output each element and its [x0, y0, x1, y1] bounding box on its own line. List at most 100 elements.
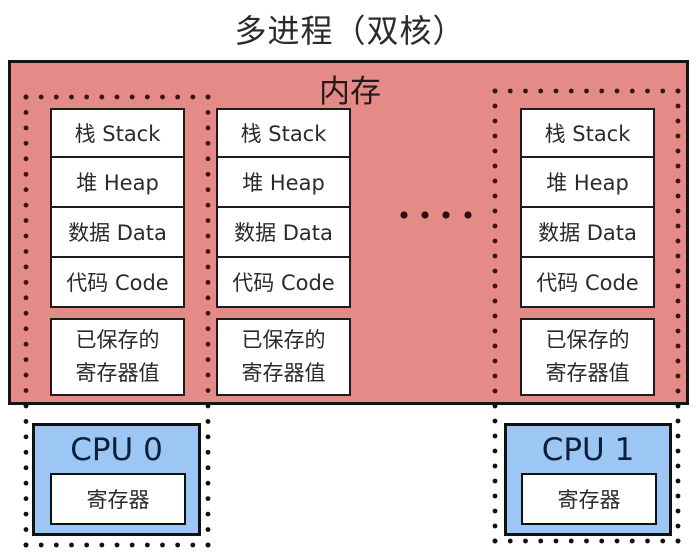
process-0-boundary-dot	[23, 480, 29, 486]
process-n-boundary-dot	[614, 538, 620, 544]
saved-registers-line-2: 寄存器值	[75, 361, 160, 385]
saved-registers-line-2: 寄存器值	[241, 361, 326, 385]
process-n-boundary-dot	[675, 313, 681, 319]
process-0-boundary-dot	[23, 403, 29, 409]
process-0-boundary-dot	[23, 372, 29, 378]
process-n-boundary-dot	[507, 538, 513, 544]
process-n-boundary-dot	[675, 418, 681, 424]
process-0-boundary-dot	[53, 94, 59, 100]
saved-registers-line-1: 已保存的	[241, 328, 326, 352]
process-0-boundary-dot	[23, 125, 29, 131]
process-0-boundary-dot	[205, 310, 211, 316]
process-0-boundary-dot	[205, 341, 211, 347]
process-0-boundary-dot	[205, 202, 211, 208]
code-segment: 代码 Code	[520, 256, 655, 308]
process-n-boundary-dot	[629, 538, 635, 544]
process-0-boundary-dot	[205, 218, 211, 223]
process-n-boundary-dot	[675, 478, 681, 484]
process-n-boundary-dot	[492, 433, 498, 439]
process-0-boundary-dot	[175, 542, 181, 548]
process-n-boundary-dot	[492, 88, 498, 94]
process-n-boundary-dot	[675, 238, 681, 244]
process-0-boundary-dot	[23, 511, 29, 517]
process-n-boundary-dot	[675, 463, 681, 469]
process-0-boundary-dot	[205, 295, 211, 301]
process-n-boundary-dot	[492, 388, 498, 394]
process-n-boundary-dot	[492, 163, 498, 169]
process-0-boundary-dot	[23, 218, 29, 223]
process-0-boundary-dot	[23, 310, 29, 316]
process-0-boundary-dot	[144, 94, 150, 100]
process-n-boundary-dot	[675, 433, 681, 439]
process-n-boundary-dot	[675, 448, 681, 454]
process-n-boundary-dot	[675, 403, 681, 409]
process-0-boundary-dot	[23, 449, 29, 455]
process-0-boundary-dot	[205, 511, 211, 517]
process-0-boundary-dot	[23, 249, 29, 254]
process-n-boundary-dot	[675, 223, 681, 229]
process-0-boundary-dot	[84, 94, 90, 100]
ellipsis-dot	[400, 211, 408, 219]
process-n-boundary-dot	[675, 508, 681, 514]
process-0-boundary-dot	[160, 94, 165, 100]
process-0-boundary-dot	[23, 465, 29, 471]
process-0-boundary-dot	[205, 125, 211, 131]
process-n-boundary-dot	[660, 538, 666, 544]
process-0-boundary-dot	[205, 279, 211, 285]
process-n-boundary-dot	[553, 88, 559, 94]
process-0-boundary-dot	[205, 156, 211, 162]
process-n-boundary-dot	[492, 313, 498, 319]
process-n-boundary-dot	[492, 208, 498, 214]
process-0-boundary-dot	[23, 496, 29, 502]
memory-label: 内存	[319, 74, 381, 110]
process-n-boundary-dot	[492, 523, 498, 529]
process-0-boundary-dot	[205, 434, 211, 440]
process-0-boundary-dot	[205, 372, 211, 378]
process-0-boundary-dot	[205, 249, 211, 254]
code-segment: 代码 Code	[50, 256, 185, 308]
process-0-boundary-dot	[99, 94, 105, 100]
process-0-boundary-dot	[84, 542, 90, 548]
process-n-boundary-dot	[675, 268, 681, 274]
process-0-boundary-dot	[205, 357, 211, 363]
process-0-boundary-dot	[114, 542, 120, 548]
saved-registers-line-1: 已保存的	[545, 328, 630, 352]
process-0-boundary-dot	[23, 156, 29, 162]
cpu-1-label: CPU 1	[541, 432, 635, 468]
process-n-boundary-dot	[629, 88, 635, 94]
process-n-boundary-dot	[492, 178, 498, 184]
process-n-boundary-dot	[675, 538, 681, 544]
process-0-boundary-dot	[175, 94, 181, 100]
process-0-boundary-dot	[23, 94, 29, 100]
process-0-boundary-dot	[205, 94, 211, 100]
process-0-boundary-dot	[190, 542, 196, 548]
process-n-boundary-dot	[568, 88, 574, 94]
process-0-boundary-dot	[23, 388, 29, 393]
process-n-boundary-dot	[675, 343, 681, 349]
process-n-boundary-dot	[492, 148, 498, 154]
process-n-boundary-dot	[660, 88, 666, 94]
process-n-boundary-dot	[675, 358, 681, 364]
process-n-boundary-dot	[599, 538, 605, 544]
process-n-boundary-dot	[675, 193, 681, 199]
process-n-boundary-dot	[492, 538, 498, 544]
cpu-1-registers: 寄存器	[521, 473, 657, 525]
process-0-boundary-dot	[205, 110, 211, 115]
process-0-boundary-dot	[23, 233, 29, 239]
process-n-boundary-dot	[492, 478, 498, 484]
process-n-boundary-dot	[492, 448, 498, 454]
process-n-boundary-dot	[675, 253, 681, 259]
heap-segment: 堆 Heap	[520, 156, 655, 208]
process-0-boundary-dot	[205, 496, 211, 502]
process-n-boundary-dot	[492, 283, 498, 289]
process-0-boundary-dot	[205, 449, 211, 455]
ellipsis-dot	[421, 211, 429, 219]
process-0-boundary-dot	[69, 94, 74, 100]
process-n-boundary-dot	[492, 253, 498, 259]
process-n-boundary-dot	[492, 493, 498, 499]
saved-registers-box: 已保存的 寄存器值	[216, 318, 351, 396]
process-n-boundary-dot	[538, 88, 544, 94]
process-n-boundary-dot	[675, 298, 681, 304]
process-n-boundary-dot	[492, 418, 498, 424]
process-n-boundary-dot	[675, 178, 681, 184]
